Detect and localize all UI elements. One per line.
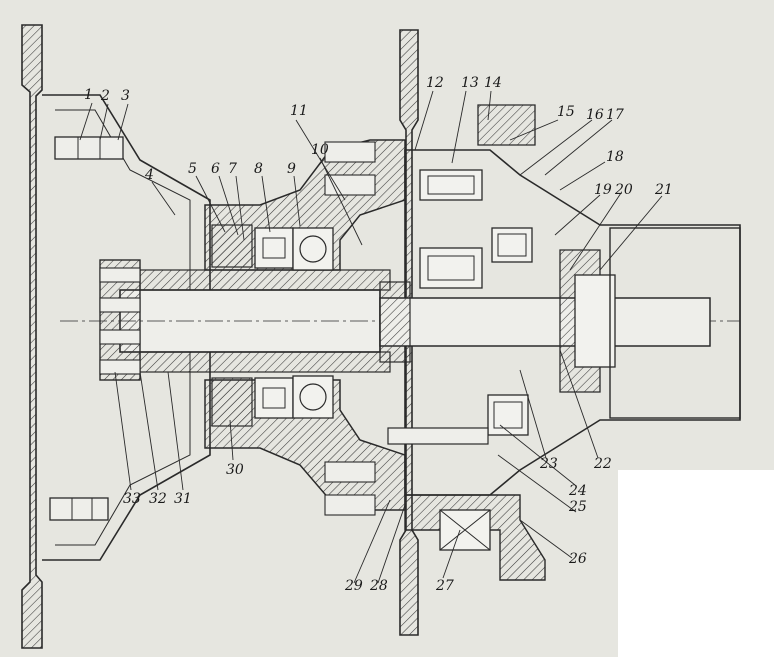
callout-29: 29 (345, 578, 363, 594)
callout-27: 27 (436, 578, 454, 594)
pad-cross (439, 509, 491, 551)
callout-25: 25 (569, 499, 587, 515)
planet-gear-upper (419, 169, 483, 201)
planet-gear-right (491, 227, 533, 263)
callout-30: 30 (226, 462, 244, 478)
callout-17: 17 (606, 107, 624, 123)
callout-18: 18 (606, 149, 624, 165)
hub-bolts (324, 141, 376, 516)
callout-13: 13 (461, 75, 479, 91)
callout-28: 28 (370, 578, 388, 594)
carrier-bolt-lower (387, 427, 489, 445)
callout-20: 20 (615, 182, 633, 198)
bearing-lower-right (292, 375, 334, 419)
callout-5: 5 (188, 161, 197, 177)
planet-gear-lower (487, 394, 529, 436)
callout-31: 31 (174, 491, 192, 507)
bearing-upper-right (292, 227, 334, 271)
callout-15: 15 (557, 104, 575, 120)
flange-bolts (99, 267, 141, 375)
wheel-bolt-top-left (54, 136, 124, 160)
callout-2: 2 (101, 88, 110, 104)
callout-6: 6 (211, 161, 220, 177)
callout-12: 12 (426, 75, 444, 91)
sun-shaft-spline (379, 281, 411, 363)
leader-lines (79, 90, 663, 584)
callout-19: 19 (594, 182, 612, 198)
planet-gear-mid (419, 247, 483, 289)
bearing-lower-left (254, 377, 294, 419)
callout-7: 7 (228, 161, 237, 177)
axle-tube-right (609, 227, 741, 419)
callout-3: 3 (121, 88, 130, 104)
wheel-rim-left (21, 24, 43, 649)
seal-upper (211, 224, 253, 268)
wheel-bolt-bottom-left (49, 497, 109, 521)
callout-1: 1 (84, 87, 93, 103)
callout-22: 22 (594, 456, 612, 472)
callout-14: 14 (484, 75, 502, 91)
callout-26: 26 (569, 551, 587, 567)
flange-disc (574, 274, 616, 368)
callout-11: 11 (290, 103, 308, 119)
callout-8: 8 (254, 161, 263, 177)
callout-16: 16 (586, 107, 604, 123)
callout-32: 32 (149, 491, 167, 507)
callout-24: 24 (569, 483, 587, 499)
callout-9: 9 (287, 161, 296, 177)
callout-23: 23 (540, 456, 558, 472)
callout-33: 33 (123, 491, 141, 507)
callout-21: 21 (655, 182, 673, 198)
top-clamp (477, 104, 536, 146)
callout-10: 10 (311, 142, 329, 158)
seal-lower (211, 377, 253, 427)
callout-4: 4 (145, 167, 154, 183)
